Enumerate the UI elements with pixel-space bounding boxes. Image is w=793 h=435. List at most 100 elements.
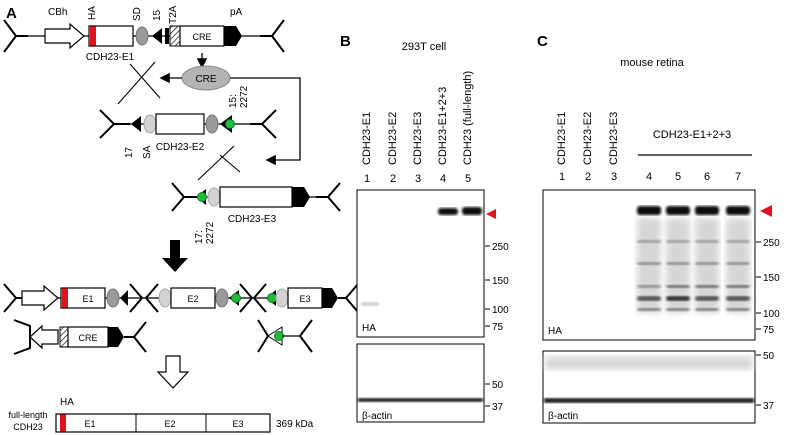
label-t2a: T2A	[168, 5, 179, 24]
panel-b-lane-number: 1	[364, 173, 370, 185]
panel-c-band	[637, 285, 661, 288]
panel-b-actin-blot	[356, 343, 485, 423]
panel-c-lane-label: CDH23-E3	[608, 112, 620, 165]
e3-label: E3	[299, 294, 310, 304]
c-marker-37: 37	[763, 401, 775, 412]
panel-c-band	[726, 262, 750, 265]
panel-c-band	[637, 262, 661, 265]
panel-c-actin-label: β-actin	[548, 411, 578, 422]
panel-c-lane-number: 3	[611, 171, 617, 183]
excised-row: CRE	[13, 319, 147, 355]
fl-e3: E3	[232, 419, 243, 429]
itr-right-3	[316, 182, 341, 212]
construct-1: CRE CDH23-E1	[3, 19, 285, 63]
panel-c-band	[695, 308, 719, 311]
panel-c-band	[695, 206, 719, 215]
panel-b-lane-label: CDH23-E1	[361, 112, 373, 165]
b-marker-37: 37	[492, 402, 504, 413]
panel-b-lane-label: CDH23 (full-length)	[462, 71, 474, 165]
cdh23-e3-box	[219, 186, 293, 208]
c-marker-250: 250	[763, 238, 780, 249]
label-sd: SD	[132, 7, 143, 21]
panel-c-lane-number: 6	[704, 171, 710, 183]
panel-b-lane-number: 2	[390, 173, 396, 185]
fl-label-1: full-length	[8, 410, 47, 420]
c-marker-50: 50	[763, 351, 775, 362]
panel-c-band	[726, 308, 750, 311]
panel-c-band	[695, 240, 719, 243]
panel-c-bands	[637, 206, 750, 313]
big-arrow-down	[162, 240, 188, 272]
cre-enzyme-label: CRE	[195, 74, 216, 85]
b-marker-100: 100	[492, 305, 509, 316]
label-15: 15	[152, 9, 163, 21]
panel-c-band	[726, 296, 750, 301]
fl-ha-label: HA	[60, 397, 74, 408]
panel-c-band	[695, 296, 719, 301]
panel-b-title: 293T cell	[402, 41, 446, 53]
pa-signal	[224, 26, 242, 46]
b-marker-50: 50	[492, 380, 504, 391]
itr-right-1	[260, 19, 285, 53]
panel-c-lane-number: 1	[559, 171, 565, 183]
panel-c-lane-label: CDH23-E2	[582, 112, 594, 165]
panel-b-red-arrow	[486, 209, 496, 219]
lox-circle-row	[257, 319, 313, 353]
panel-c-band	[666, 240, 690, 243]
e2-box	[170, 287, 216, 309]
panel-b-lane-label: CDH23-E1+2+3	[437, 87, 449, 165]
panel-c-markers: 250 150 100 75	[756, 238, 780, 336]
panel-c-band	[695, 262, 719, 265]
hollow-arrow-down	[156, 355, 190, 389]
panel-b-lane-label: CDH23-E3	[412, 112, 424, 165]
panel-a: A CBh HA SD 15 T2A pA CRE CDH23-E1 CRE	[3, 5, 359, 433]
itr-left-2	[99, 109, 130, 139]
itr-right-2	[250, 109, 277, 139]
label-15-2272: 15:2272	[228, 85, 250, 108]
label-ha: HA	[87, 6, 98, 20]
panel-c-title: mouse retina	[620, 57, 684, 69]
panel-c-band	[666, 206, 690, 215]
panel-c-group-label: CDH23-E1+2+3	[653, 129, 731, 141]
sa-element	[143, 114, 157, 134]
fl-size: 369 kDa	[276, 419, 314, 430]
panel-b-markers: 250 150 100 75	[485, 242, 509, 333]
panel-c-ha-label: HA	[548, 326, 562, 337]
c-marker-100: 100	[763, 309, 780, 320]
panel-c-band	[726, 206, 750, 215]
panel-c-band	[637, 206, 661, 215]
panel-c-band	[726, 285, 750, 288]
construct-2: 17 SA CDH23-E2 15:2272	[99, 85, 277, 159]
panel-c-lane-number: 5	[675, 171, 681, 183]
label-sa: SA	[142, 145, 153, 159]
panel-b-lane-number: 5	[465, 173, 471, 185]
label-17-2272: 17:2272	[194, 221, 216, 244]
panel-c-lane-number: 4	[646, 171, 652, 183]
panel-c-letter: C	[537, 33, 548, 50]
cdh23-e2-box	[155, 113, 205, 135]
c-marker-150: 150	[763, 273, 780, 284]
panel-b-lane-number: 4	[440, 173, 446, 185]
panel-c-lane-label: CDH23-E1	[556, 112, 568, 165]
e1-box	[60, 287, 106, 309]
panel-a-letter: A	[6, 5, 17, 22]
itr-left-3	[171, 182, 200, 212]
panel-c-band	[695, 285, 719, 288]
panel-b-ha-label: HA	[362, 323, 376, 334]
label-cbh: CBh	[48, 7, 67, 18]
b-marker-150: 150	[492, 276, 509, 287]
cre-label-excised: CRE	[78, 333, 97, 343]
fl-e2: E2	[164, 419, 175, 429]
cre-label: CRE	[192, 32, 211, 42]
ha-tag	[90, 26, 96, 46]
panel-b-actin-band	[358, 398, 483, 402]
e2-label: E2	[187, 294, 198, 304]
panel-c-lane-labels: CDH23-E1 CDH23-E2 CDH23-E3	[556, 112, 620, 165]
panel-b-actin-label: β-actin	[362, 411, 392, 422]
panel-b-letter: B	[340, 33, 351, 50]
cbh-promoter	[44, 22, 85, 50]
